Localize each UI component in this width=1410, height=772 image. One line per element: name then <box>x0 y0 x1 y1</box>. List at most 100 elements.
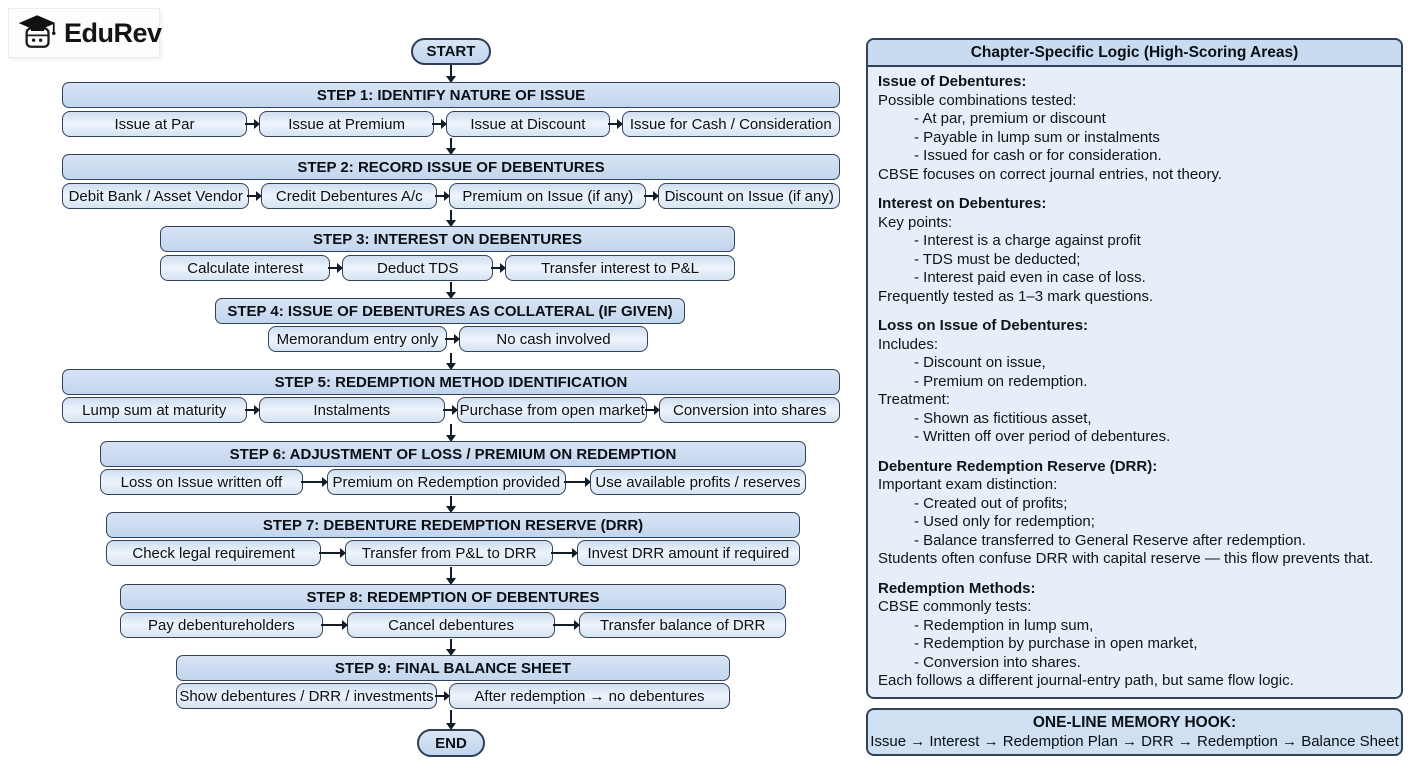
right-arrow <box>553 612 581 638</box>
down-arrow <box>450 424 452 436</box>
right-arrow <box>432 111 448 137</box>
section-line: - Written off over period of debentures. <box>914 428 1171 445</box>
right-arrow <box>245 111 261 137</box>
section-line: - Redemption in lump sum, <box>914 616 1094 634</box>
right-arrow <box>445 326 461 352</box>
step-3-item-2: Deduct TDS <box>342 255 494 281</box>
section-line: - Created out of profits; <box>914 494 1068 512</box>
section-line: - Balance transferred to General Reserve… <box>914 531 1306 549</box>
right-arrow <box>607 111 623 137</box>
step-7-item-1: Check legal requirement <box>106 540 322 566</box>
down-arrow <box>450 710 452 724</box>
section-line: Students often confuse DRR with capital … <box>878 550 1374 567</box>
step-3-items: Calculate interest Deduct TDS Transfer i… <box>160 255 735 281</box>
step-1-item-3: Issue at Discount <box>446 111 610 137</box>
down-arrow <box>450 353 452 364</box>
memory-hook-panel: ONE-LINE MEMORY HOOK: Issue → Interest →… <box>866 708 1403 756</box>
logic-panel-body: Issue of Debentures: Possible combinatio… <box>868 67 1401 691</box>
section-loss-on-issue: Loss on Issue of Debentures: Includes: -… <box>878 317 1391 447</box>
section-line: - Conversion into shares. <box>914 653 1081 671</box>
memory-hook-line: Issue → Interest → Redemption Plan → DRR… <box>870 733 1399 750</box>
right-arrow <box>320 612 348 638</box>
down-arrow <box>450 282 452 293</box>
step-6-item-2: Premium on Redemption provided <box>326 469 566 495</box>
section-issue-of-debentures: Issue of Debentures: Possible combinatio… <box>878 73 1391 184</box>
step-7-item-3: Invest DRR amount if required <box>576 540 800 566</box>
logic-panel-title: Chapter-Specific Logic (High-Scoring Are… <box>868 40 1401 67</box>
step-2-item-2: Credit Debentures A/c <box>261 183 438 209</box>
right-arrow <box>563 469 591 495</box>
section-line: - Shown as fictitious asset, <box>914 409 1092 427</box>
step-8-item-3: Transfer balance of DRR <box>579 612 786 638</box>
section-heading: Loss on Issue of Debentures: <box>878 317 1089 334</box>
step-2-items: Debit Bank / Asset Vendor Credit Debentu… <box>62 183 840 209</box>
down-arrow <box>450 210 452 221</box>
step-1-items: Issue at Par Issue at Premium Issue at D… <box>62 111 841 137</box>
step-9-item-1: Show debentures / DRR / investments <box>176 683 437 709</box>
graduation-cap-icon <box>17 10 59 57</box>
right-arrow <box>434 683 450 709</box>
right-arrow <box>644 183 660 209</box>
step-7-header: STEP 7: DEBENTURE REDEMPTION RESERVE (DR… <box>106 512 800 538</box>
section-line: - Discount on issue, <box>914 354 1046 371</box>
right-arrow <box>300 469 328 495</box>
step-3-item-3: Transfer interest to P&L <box>505 255 735 281</box>
section-heading: Issue of Debentures: <box>878 73 1027 90</box>
step-8-item-2: Cancel debentures <box>346 612 556 638</box>
section-line: - TDS must be deducted; <box>914 250 1081 268</box>
section-line: - Used only for redemption; <box>914 513 1095 530</box>
section-line: Frequently tested as 1–3 mark questions. <box>878 287 1154 305</box>
step-5-header: STEP 5: REDEMPTION METHOD IDENTIFICATION <box>62 369 840 395</box>
right-arrow <box>645 397 661 423</box>
right-arrow <box>244 397 260 423</box>
down-arrow <box>450 65 452 77</box>
section-heading: Interest on Debentures: <box>878 195 1047 212</box>
step-6-header: STEP 6: ADJUSTMENT OF LOSS / PREMIUM ON … <box>100 441 806 467</box>
section-line: CBSE commonly tests: <box>878 598 1032 615</box>
step-6-item-1: Loss on Issue written off <box>100 469 303 495</box>
edurev-logo: EduRev <box>8 8 162 58</box>
right-arrow <box>550 540 578 566</box>
step-4-item-1: Memorandum entry only <box>268 326 448 352</box>
step-3-header: STEP 3: INTEREST ON DEBENTURES <box>160 226 735 252</box>
step-8-header: STEP 8: REDEMPTION OF DEBENTURES <box>120 584 786 610</box>
section-line: - At par, premium or discount <box>914 110 1106 127</box>
section-heading: Redemption Methods: <box>878 579 1036 597</box>
step-5-item-2: Instalments <box>258 397 445 423</box>
step-4-items: Memorandum entry only No cash involved <box>268 326 648 352</box>
right-arrow <box>247 183 263 209</box>
down-arrow <box>450 138 452 149</box>
step-5-item-4: Conversion into shares <box>659 397 840 423</box>
step-1-item-1: Issue at Par <box>62 111 248 137</box>
right-arrow <box>443 397 458 423</box>
section-line: - Interest paid even in case of loss. <box>914 269 1146 286</box>
section-line: Possible combinations tested: <box>878 91 1077 109</box>
section-redemption-methods: Redemption Methods: CBSE commonly tests:… <box>878 580 1391 691</box>
step-6-items: Loss on Issue written off Premium on Red… <box>100 469 806 495</box>
logic-panel: Chapter-Specific Logic (High-Scoring Are… <box>866 38 1403 699</box>
step-9-items: Show debentures / DRR / investments Afte… <box>176 683 730 709</box>
step-1-header: STEP 1: IDENTIFY NATURE OF ISSUE <box>62 82 840 108</box>
step-3-item-1: Calculate interest <box>160 255 331 281</box>
end-node: END <box>417 729 485 757</box>
start-node: START <box>411 38 491 65</box>
right-arrow <box>319 540 347 566</box>
step-8-item-1: Pay debentureholders <box>120 612 323 638</box>
right-arrow <box>328 255 344 281</box>
right-arrow <box>435 183 451 209</box>
section-line: - Interest is a charge against profit <box>914 232 1141 249</box>
step-7-items: Check legal requirement Transfer from P&… <box>106 540 800 566</box>
down-arrow <box>450 639 452 650</box>
step-9-item-2: After redemption → no debentures <box>448 683 730 709</box>
section-line: - Redemption by purchase in open market, <box>914 635 1198 652</box>
section-line: Key points: <box>878 213 953 231</box>
right-arrow <box>491 255 507 281</box>
edurev-brand-text: EduRev <box>64 17 162 48</box>
step-4-item-2: No cash involved <box>459 326 648 352</box>
step-4-header: STEP 4: ISSUE OF DEBENTURES AS COLLATERA… <box>215 298 685 324</box>
section-line: CBSE focuses on correct journal entries,… <box>878 165 1223 183</box>
step-5-item-3: Purchase from open market <box>457 397 648 423</box>
step-1-item-2: Issue at Premium <box>259 111 435 137</box>
step-5-item-1: Lump sum at maturity <box>62 397 247 423</box>
